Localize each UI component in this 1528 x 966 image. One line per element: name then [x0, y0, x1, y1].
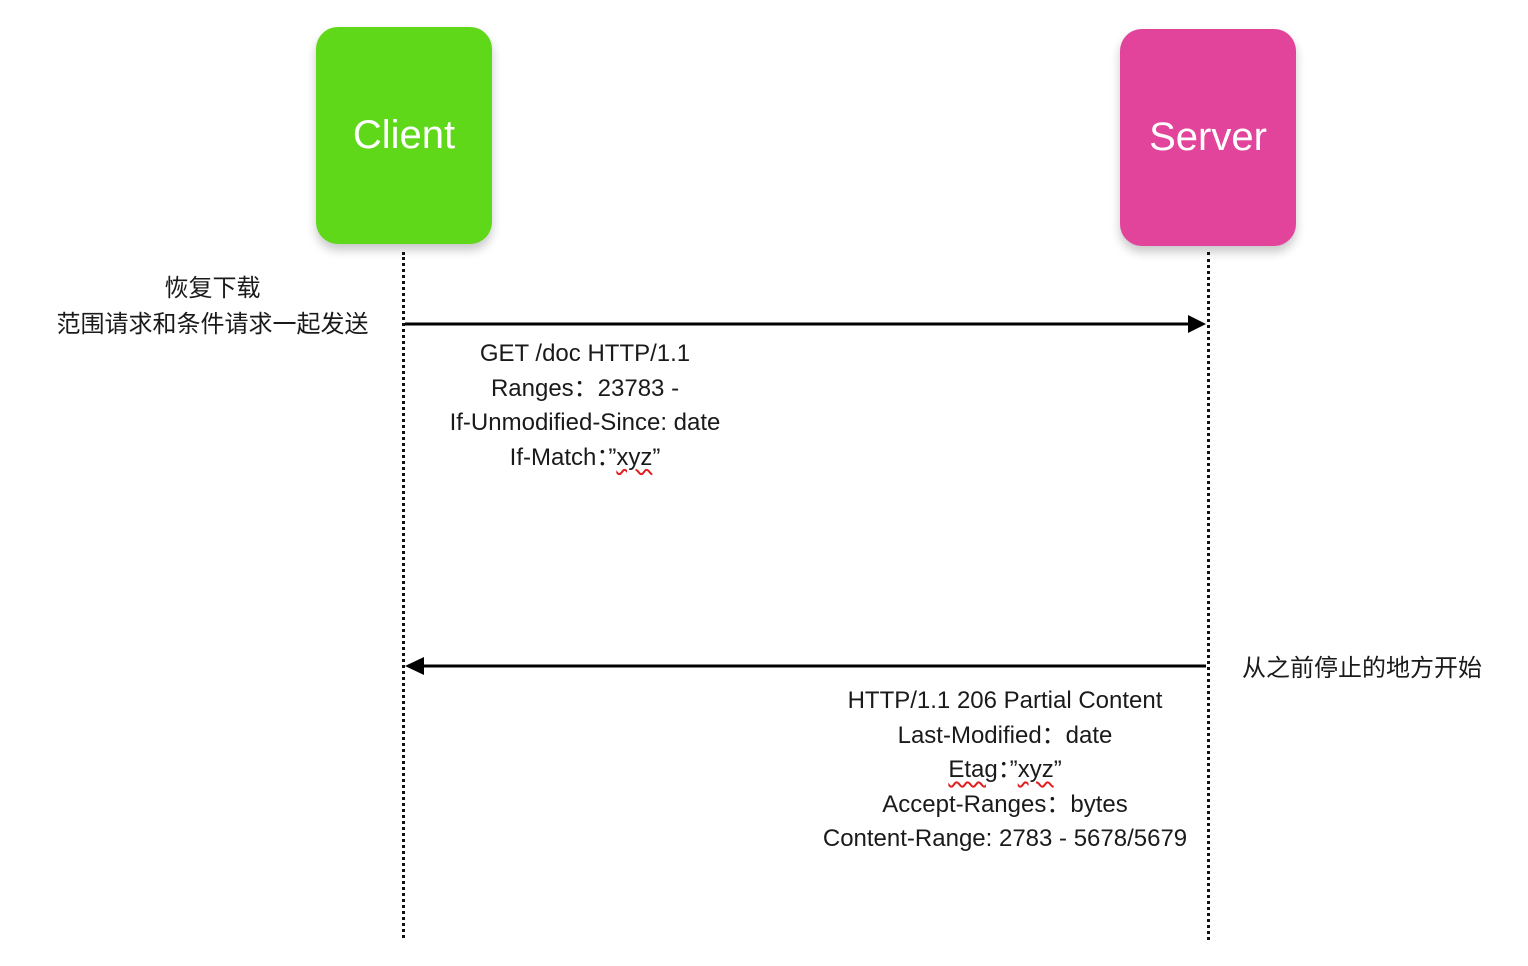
- header-name: If-Match：: [509, 443, 609, 471]
- content-range-header: Content-Range: 2783 - 5678/5679: [822, 825, 1188, 852]
- quote: ”: [1053, 756, 1062, 783]
- client-lifeline: [402, 252, 405, 938]
- status-line: HTTP/1.1 206 Partial Content: [847, 687, 1163, 714]
- header-name: Etag: [948, 756, 998, 783]
- request-message: GET /doc HTTP/1.1 Ranges：23783 - If-Unmo…: [420, 337, 750, 475]
- range-header: Ranges：23783 -: [490, 374, 680, 402]
- etag-header: Etag：”xyz”: [790, 753, 1220, 788]
- continue-from-stop-note: 从之前停止的地方开始: [1242, 654, 1482, 682]
- etag-value: xyz: [616, 443, 653, 471]
- server-lifeline: [1207, 252, 1210, 940]
- response-message: HTTP/1.1 206 Partial Content Last-Modifi…: [790, 684, 1220, 857]
- last-modified-header: Last-Modified：date: [897, 721, 1113, 749]
- response-arrow: [405, 657, 1206, 675]
- request-line: GET /doc HTTP/1.1: [479, 340, 691, 367]
- separator: ：”: [997, 756, 1018, 783]
- client-actor-box: Client: [316, 27, 492, 244]
- request-arrow: [405, 315, 1206, 333]
- note-line: 范围请求和条件请求一起发送: [56, 310, 369, 338]
- server-label: Server: [1149, 115, 1267, 159]
- resume-download-note: 恢复下载 范围请求和条件请求一起发送: [40, 270, 385, 342]
- note-line: 恢复下载: [164, 274, 261, 302]
- client-label: Client: [352, 113, 456, 157]
- server-actor-box: Server: [1120, 29, 1296, 246]
- if-match-header: If-Match：”xyz”: [420, 441, 750, 476]
- etag-value: xyz: [1017, 756, 1054, 783]
- accept-ranges-header: Accept-Ranges：bytes: [882, 790, 1128, 818]
- if-unmodified-since-header: If-Unmodified-Since: date: [449, 409, 721, 436]
- quote: ”: [652, 443, 661, 471]
- quote: ”: [608, 443, 617, 471]
